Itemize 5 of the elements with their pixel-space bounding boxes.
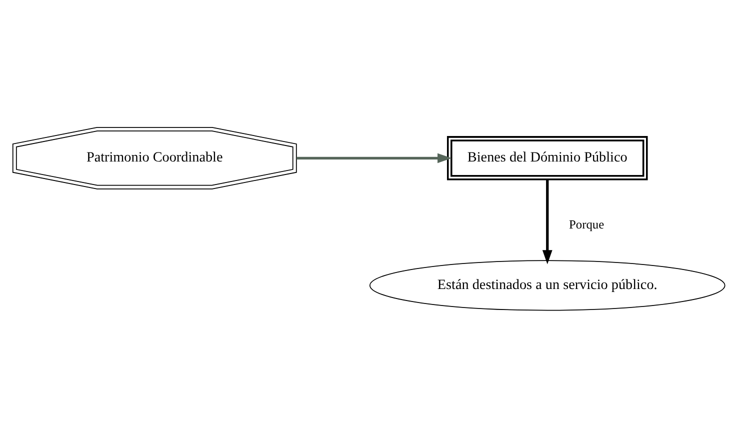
edge-label: Porque <box>569 217 604 232</box>
node-box: Bienes del Dóminio Público <box>446 136 648 180</box>
node-ellipse: Están destinados a un servicio público. <box>369 260 726 311</box>
arrow <box>296 153 452 164</box>
arrow <box>542 179 552 264</box>
